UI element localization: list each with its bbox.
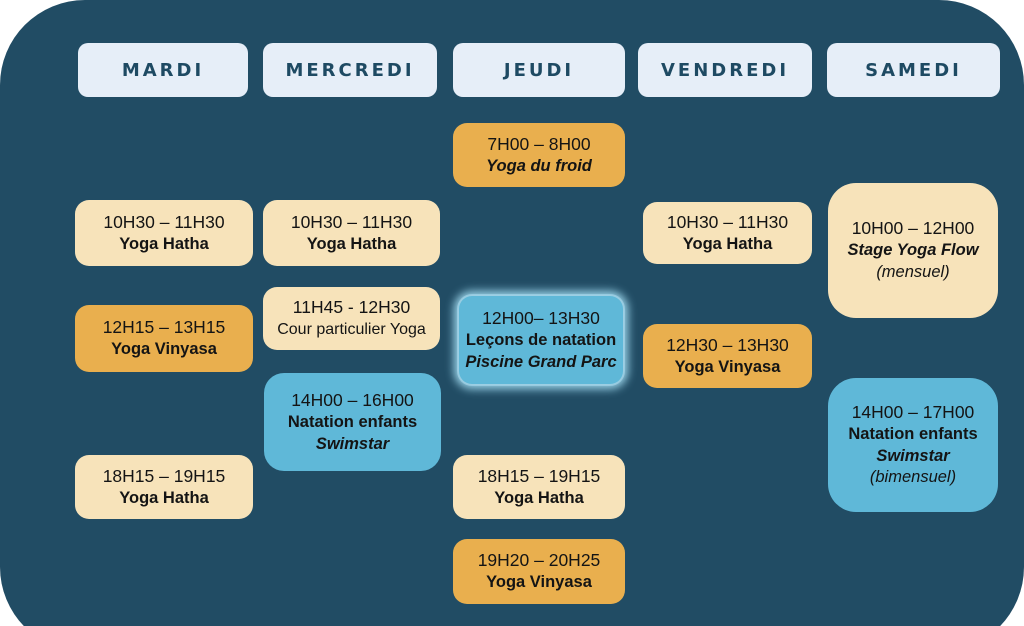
event-time: 14H00 – 17H00 — [851, 401, 975, 422]
event-label: Yoga Hatha — [119, 488, 209, 507]
event-time: 10H30 – 11H30 — [103, 211, 225, 232]
day-header-mercredi: MERCREDI — [263, 43, 437, 97]
event-label: Natation enfants — [287, 412, 418, 431]
day-header-jeudi: JEUDI — [453, 43, 625, 97]
day-header-samedi: SAMEDI — [827, 43, 1000, 97]
event-label: Yoga Vinyasa — [674, 357, 781, 376]
event-label: Yoga Vinyasa — [111, 340, 217, 359]
event-time: 14H00 – 16H00 — [291, 389, 414, 410]
event-time: 10H00 – 12H00 — [851, 218, 975, 239]
event-label: Yoga Vinyasa — [486, 573, 592, 592]
event-label: (mensuel) — [876, 263, 950, 282]
event-label: Cour particulier Yoga — [277, 321, 426, 339]
day-header-vendredi: VENDREDI — [638, 43, 812, 97]
event-label: Piscine Grand Parc — [465, 352, 617, 371]
event-label: Yoga Hatha — [119, 234, 209, 253]
event-time: 10H30 – 11H30 — [666, 211, 789, 232]
event-label: Natation enfants — [848, 424, 978, 443]
event-time: 18H15 – 19H15 — [477, 465, 601, 486]
day-header-mardi: MARDI — [78, 43, 248, 97]
event-label: (bimensuel) — [869, 468, 957, 487]
event-time: 19H20 – 20H25 — [477, 550, 601, 571]
event-time: 12H15 – 13H15 — [102, 317, 226, 338]
event-time: 18H15 – 19H15 — [102, 465, 226, 486]
event-label: Leçons de natation — [465, 330, 617, 349]
event-time: 10H30 – 11H30 — [290, 211, 413, 232]
event-time: 12H00– 13H30 — [482, 307, 600, 328]
event-label: Swimstar — [876, 446, 950, 465]
event-label: Swimstar — [315, 434, 390, 453]
event-label: Yoga du froid — [486, 156, 592, 175]
event-label: Yoga Hatha — [494, 488, 584, 507]
event-time: 11H45 - 12H30 — [292, 297, 411, 318]
event-time: 7H00 – 8H00 — [487, 133, 591, 154]
event-label: Yoga Hatha — [682, 234, 773, 253]
event-label: Stage Yoga Flow — [847, 241, 979, 260]
event-label: Yoga Hatha — [306, 234, 397, 253]
event-time: 12H30 – 13H30 — [666, 334, 789, 355]
